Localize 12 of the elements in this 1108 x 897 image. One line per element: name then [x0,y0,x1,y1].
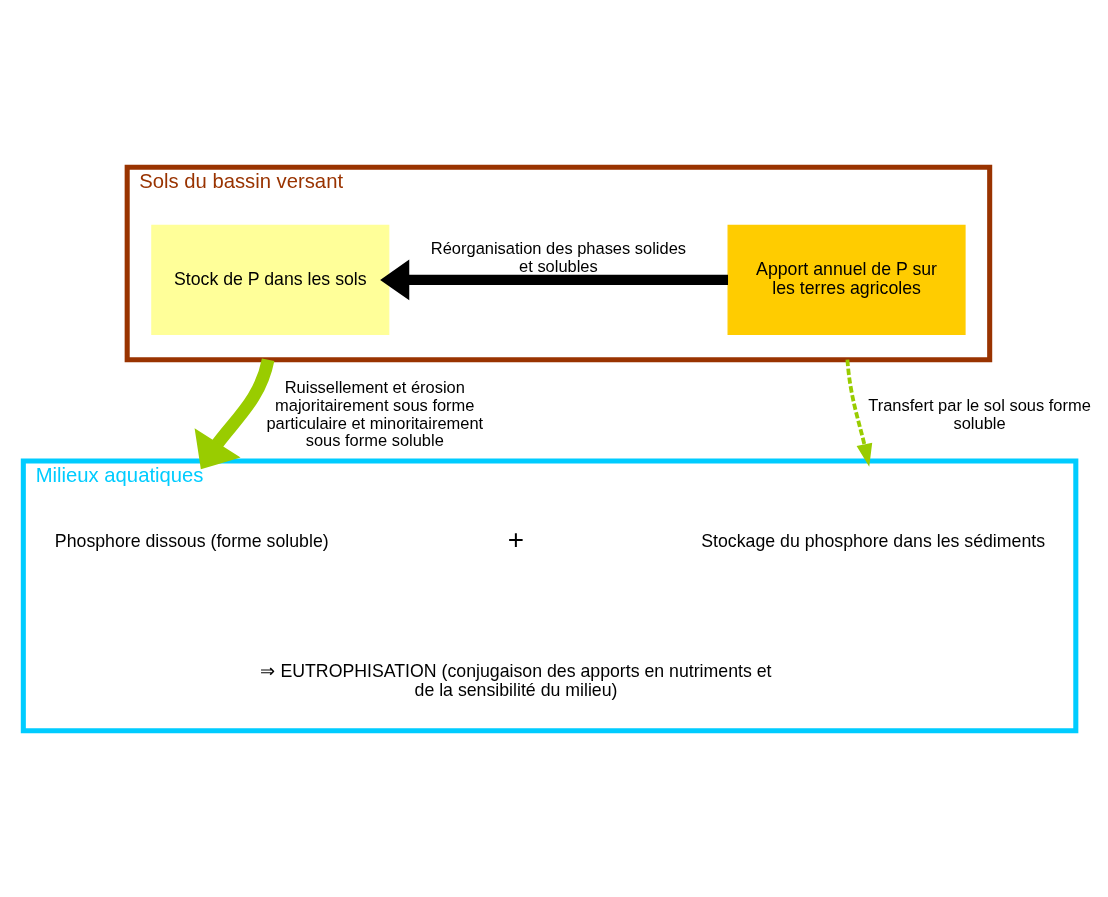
arrow [845,359,873,467]
arrow [380,259,728,300]
label: Phosphore dissous (forme soluble) [54,530,329,551]
edge-label: Transfert par le sol sous forme soluble [868,395,1091,432]
arrow [194,357,275,469]
node-box: Stock de P dans les sols [151,224,390,335]
label: ⇒ EUTROPHISATION (conjugaison des apports en nutriments et de la sensibilité du milieu) [260,660,772,700]
label: Stockage du phosphore dans les sédiments [701,530,1046,551]
edge-label: Réorganisation des phases solides et solubles [430,238,687,275]
node-box: Apport annuel de P sur les terres agricoles [727,224,966,335]
label: + [507,523,525,555]
edge-label: Ruissellement et érosion majoritairement sous forme particulaire et minoritairement sous forme soluble [266,377,484,449]
